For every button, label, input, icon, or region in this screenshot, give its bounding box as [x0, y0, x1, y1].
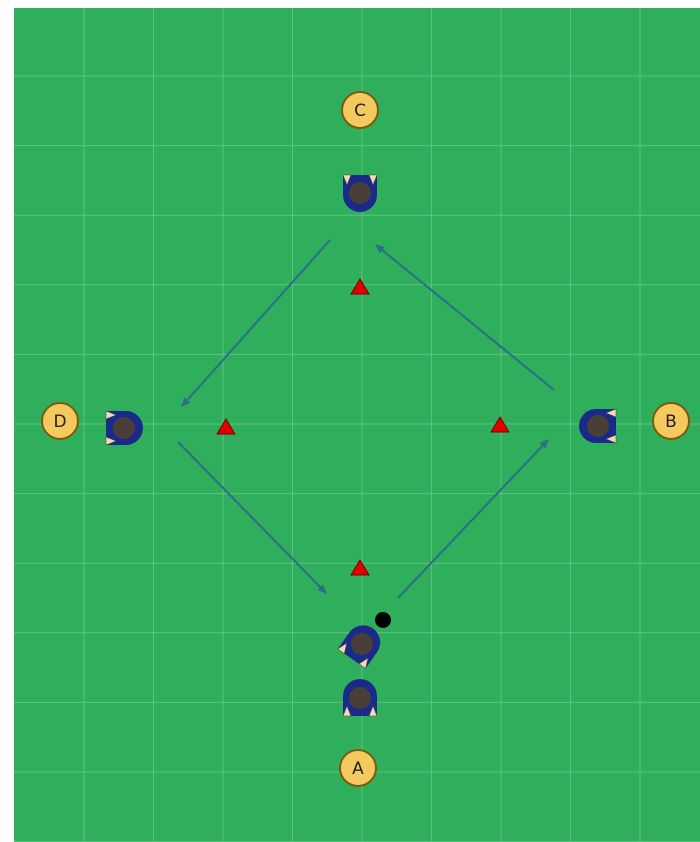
- player-icon: [579, 409, 616, 443]
- station-label: D: [53, 412, 66, 432]
- station-label: A: [352, 759, 364, 779]
- station-c: C: [342, 92, 378, 128]
- player-icon: [343, 175, 377, 212]
- station-a: A: [340, 750, 376, 786]
- drill-diagram: C B D A: [14, 8, 700, 842]
- station-label: C: [354, 101, 366, 121]
- station-label: B: [665, 412, 677, 432]
- player-icon: [343, 679, 377, 716]
- training-pitch: C B D A: [14, 8, 700, 842]
- ball-icon: [375, 612, 391, 628]
- station-d: D: [42, 403, 78, 439]
- player-icon: [106, 411, 143, 445]
- station-b: B: [653, 403, 689, 439]
